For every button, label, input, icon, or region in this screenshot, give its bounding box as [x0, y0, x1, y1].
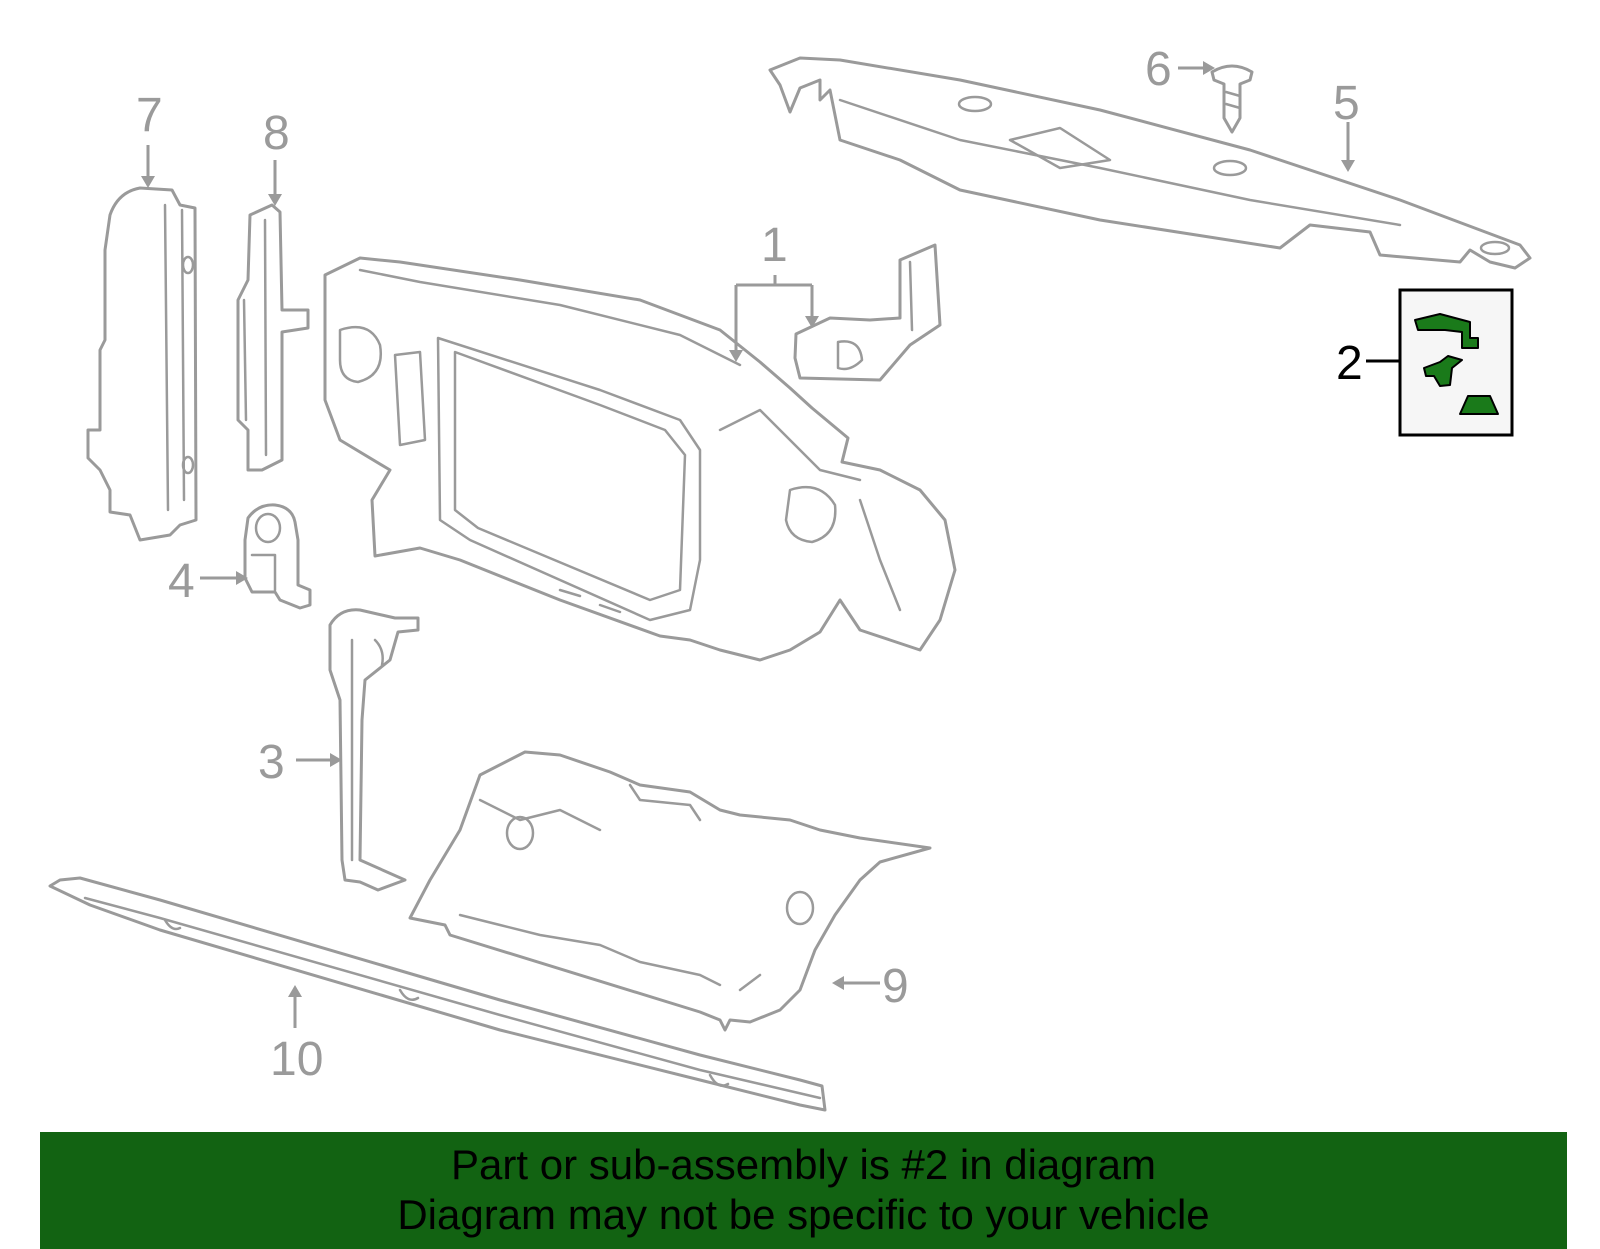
part-2-retainer-icon: [1423, 355, 1463, 387]
part-2-clip-icon: [1414, 313, 1479, 349]
callout-10: 10: [270, 1033, 323, 1086]
callout-7: 7: [136, 89, 163, 142]
part-2-inset[interactable]: [1398, 288, 1514, 437]
part-2-pad-icon: [1459, 395, 1499, 415]
callout-5: 5: [1333, 77, 1360, 130]
info-banner: Part or sub-assembly is #2 in diagram Di…: [40, 1132, 1567, 1249]
part-8-side-baffle[interactable]: [236, 203, 310, 472]
callout-6: 6: [1145, 43, 1172, 96]
banner-line-2: Diagram may not be specific to your vehi…: [397, 1191, 1210, 1238]
part-1-bracket[interactable]: [793, 243, 942, 382]
part-6-push-fastener[interactable]: [1210, 64, 1254, 134]
part-7-air-deflector[interactable]: [86, 186, 198, 542]
callout-4: 4: [168, 555, 195, 608]
banner-line-1: Part or sub-assembly is #2 in diagram: [451, 1141, 1156, 1188]
callout-9: 9: [882, 960, 909, 1013]
callout-3: 3: [258, 736, 285, 789]
part-10-lower-tie-bar[interactable]: [48, 876, 827, 1112]
leader-lines: [141, 61, 1400, 1028]
callout-1: 1: [761, 219, 788, 272]
part-9-lower-deflector[interactable]: [408, 750, 932, 1032]
part-1-radiator-support[interactable]: [323, 256, 957, 662]
part-4-bumper[interactable]: [243, 503, 312, 610]
callout-2[interactable]: 2: [1336, 337, 1363, 390]
part-5-upper-tie-bar[interactable]: [768, 56, 1532, 270]
callout-8: 8: [263, 107, 290, 160]
part-3-side-support[interactable]: [328, 608, 420, 892]
